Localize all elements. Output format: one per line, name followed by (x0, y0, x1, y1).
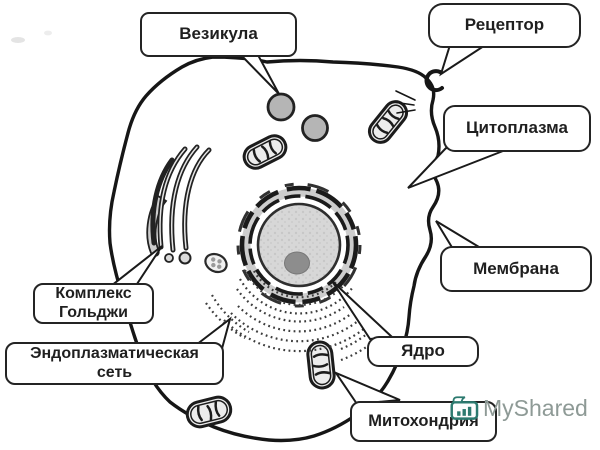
vesicle-shape-1 (266, 92, 296, 122)
mitochondrion-right (306, 340, 336, 390)
callout-receptor: Рецептор (428, 3, 581, 48)
callout-vesicle: Везикула (140, 12, 297, 57)
peroxisome (204, 252, 228, 274)
nucleus-shape (236, 182, 362, 308)
callout-nucleus: Ядро (367, 336, 479, 367)
receptor-shape (392, 69, 444, 114)
myshared-watermark-text: MyShared (483, 395, 588, 421)
golgi-apparatus (146, 144, 212, 265)
pointer-membrane (435, 220, 483, 251)
callout-vesicle-label: Везикула (179, 24, 258, 44)
myshared-watermark[interactable]: MyShared (450, 395, 588, 422)
callout-golgi: Комплекс Гольджи (33, 283, 154, 324)
mitochondrion-bottom-left (185, 395, 233, 429)
callout-golgi-label: Комплекс Гольджи (55, 284, 132, 321)
pointer-receptor (439, 42, 491, 77)
callout-er: Эндоплазматическая сеть (5, 342, 224, 385)
callout-pointers (108, 42, 504, 406)
callout-cytoplasm: Цитоплазма (443, 105, 591, 152)
callout-cytoplasm-label: Цитоплазма (466, 118, 568, 138)
callout-nucleus-label: Ядро (401, 341, 445, 361)
callout-er-label: Эндоплазматическая сеть (30, 344, 199, 381)
callout-receptor-label: Рецептор (464, 15, 545, 35)
callout-membrane: Мембрана (440, 246, 592, 292)
nucleolus-shape (284, 251, 310, 275)
callout-membrane-label: Мембрана (473, 258, 559, 278)
scan-noise (11, 30, 52, 43)
vesicle-shape-2 (301, 114, 329, 142)
mitochondrion-upper-middle (242, 134, 288, 170)
myshared-logo-icon (450, 396, 479, 420)
